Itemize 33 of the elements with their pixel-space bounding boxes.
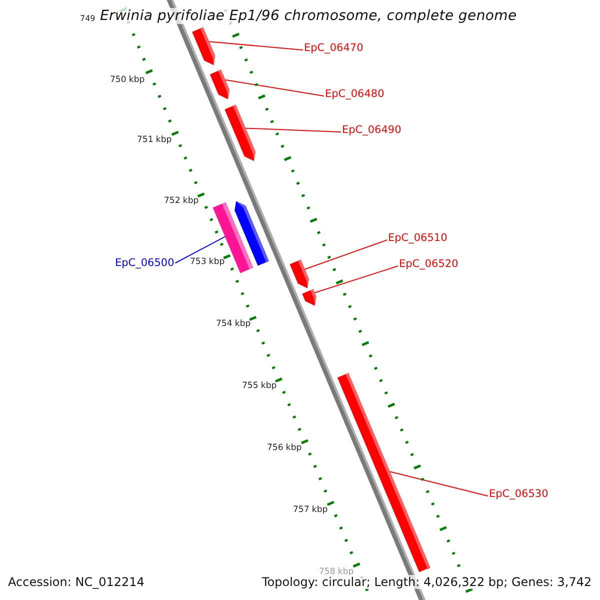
gene-label: EpC_06470	[304, 42, 364, 54]
tick-label: 753 kbp	[190, 257, 225, 267]
leader-line	[224, 79, 324, 96]
leader-line	[389, 471, 488, 496]
tick-label: 755 kbp	[242, 381, 277, 391]
tick-label: 749	[80, 14, 96, 22]
gene-label: EpC_06510	[388, 232, 448, 244]
leader-line	[314, 266, 398, 294]
gene-label: EpC_06480	[325, 88, 384, 100]
gene-label: EpC_06530	[489, 488, 548, 500]
tick-label: 752 kbp	[164, 196, 199, 206]
title: Erwinia pyrifoliae Ep1/96 chromosome, complete genome	[100, 8, 517, 24]
leader-line	[174, 236, 226, 264]
gene-feature	[302, 289, 316, 306]
footer-text: Accession: NC_012214	[8, 575, 144, 589]
gene-label: EpC_06520	[399, 258, 458, 270]
tick-label: 756 kbp	[267, 443, 302, 453]
tick-label: 757 kbp	[293, 505, 328, 515]
gene-feature	[290, 260, 309, 288]
tick-label: 758 kbp	[319, 567, 354, 577]
leader-line	[208, 41, 304, 50]
footer-text: Topology: circular; Length: 4,026,322 bp; Genes: 3,742	[262, 575, 592, 589]
leader-line	[304, 240, 388, 270]
tick-label: 750 kbp	[110, 75, 145, 85]
gene-feature	[224, 104, 256, 162]
gene-label: EpC_06490	[342, 124, 402, 136]
tick-label: 754 kbp	[216, 319, 251, 329]
gene-feature	[210, 70, 230, 100]
leader-line	[245, 128, 342, 132]
tick-label: 751 kbp	[137, 135, 172, 145]
gene-feature	[192, 27, 216, 66]
gene-feature	[234, 201, 269, 266]
gene-label: EpC_06500	[115, 257, 174, 269]
